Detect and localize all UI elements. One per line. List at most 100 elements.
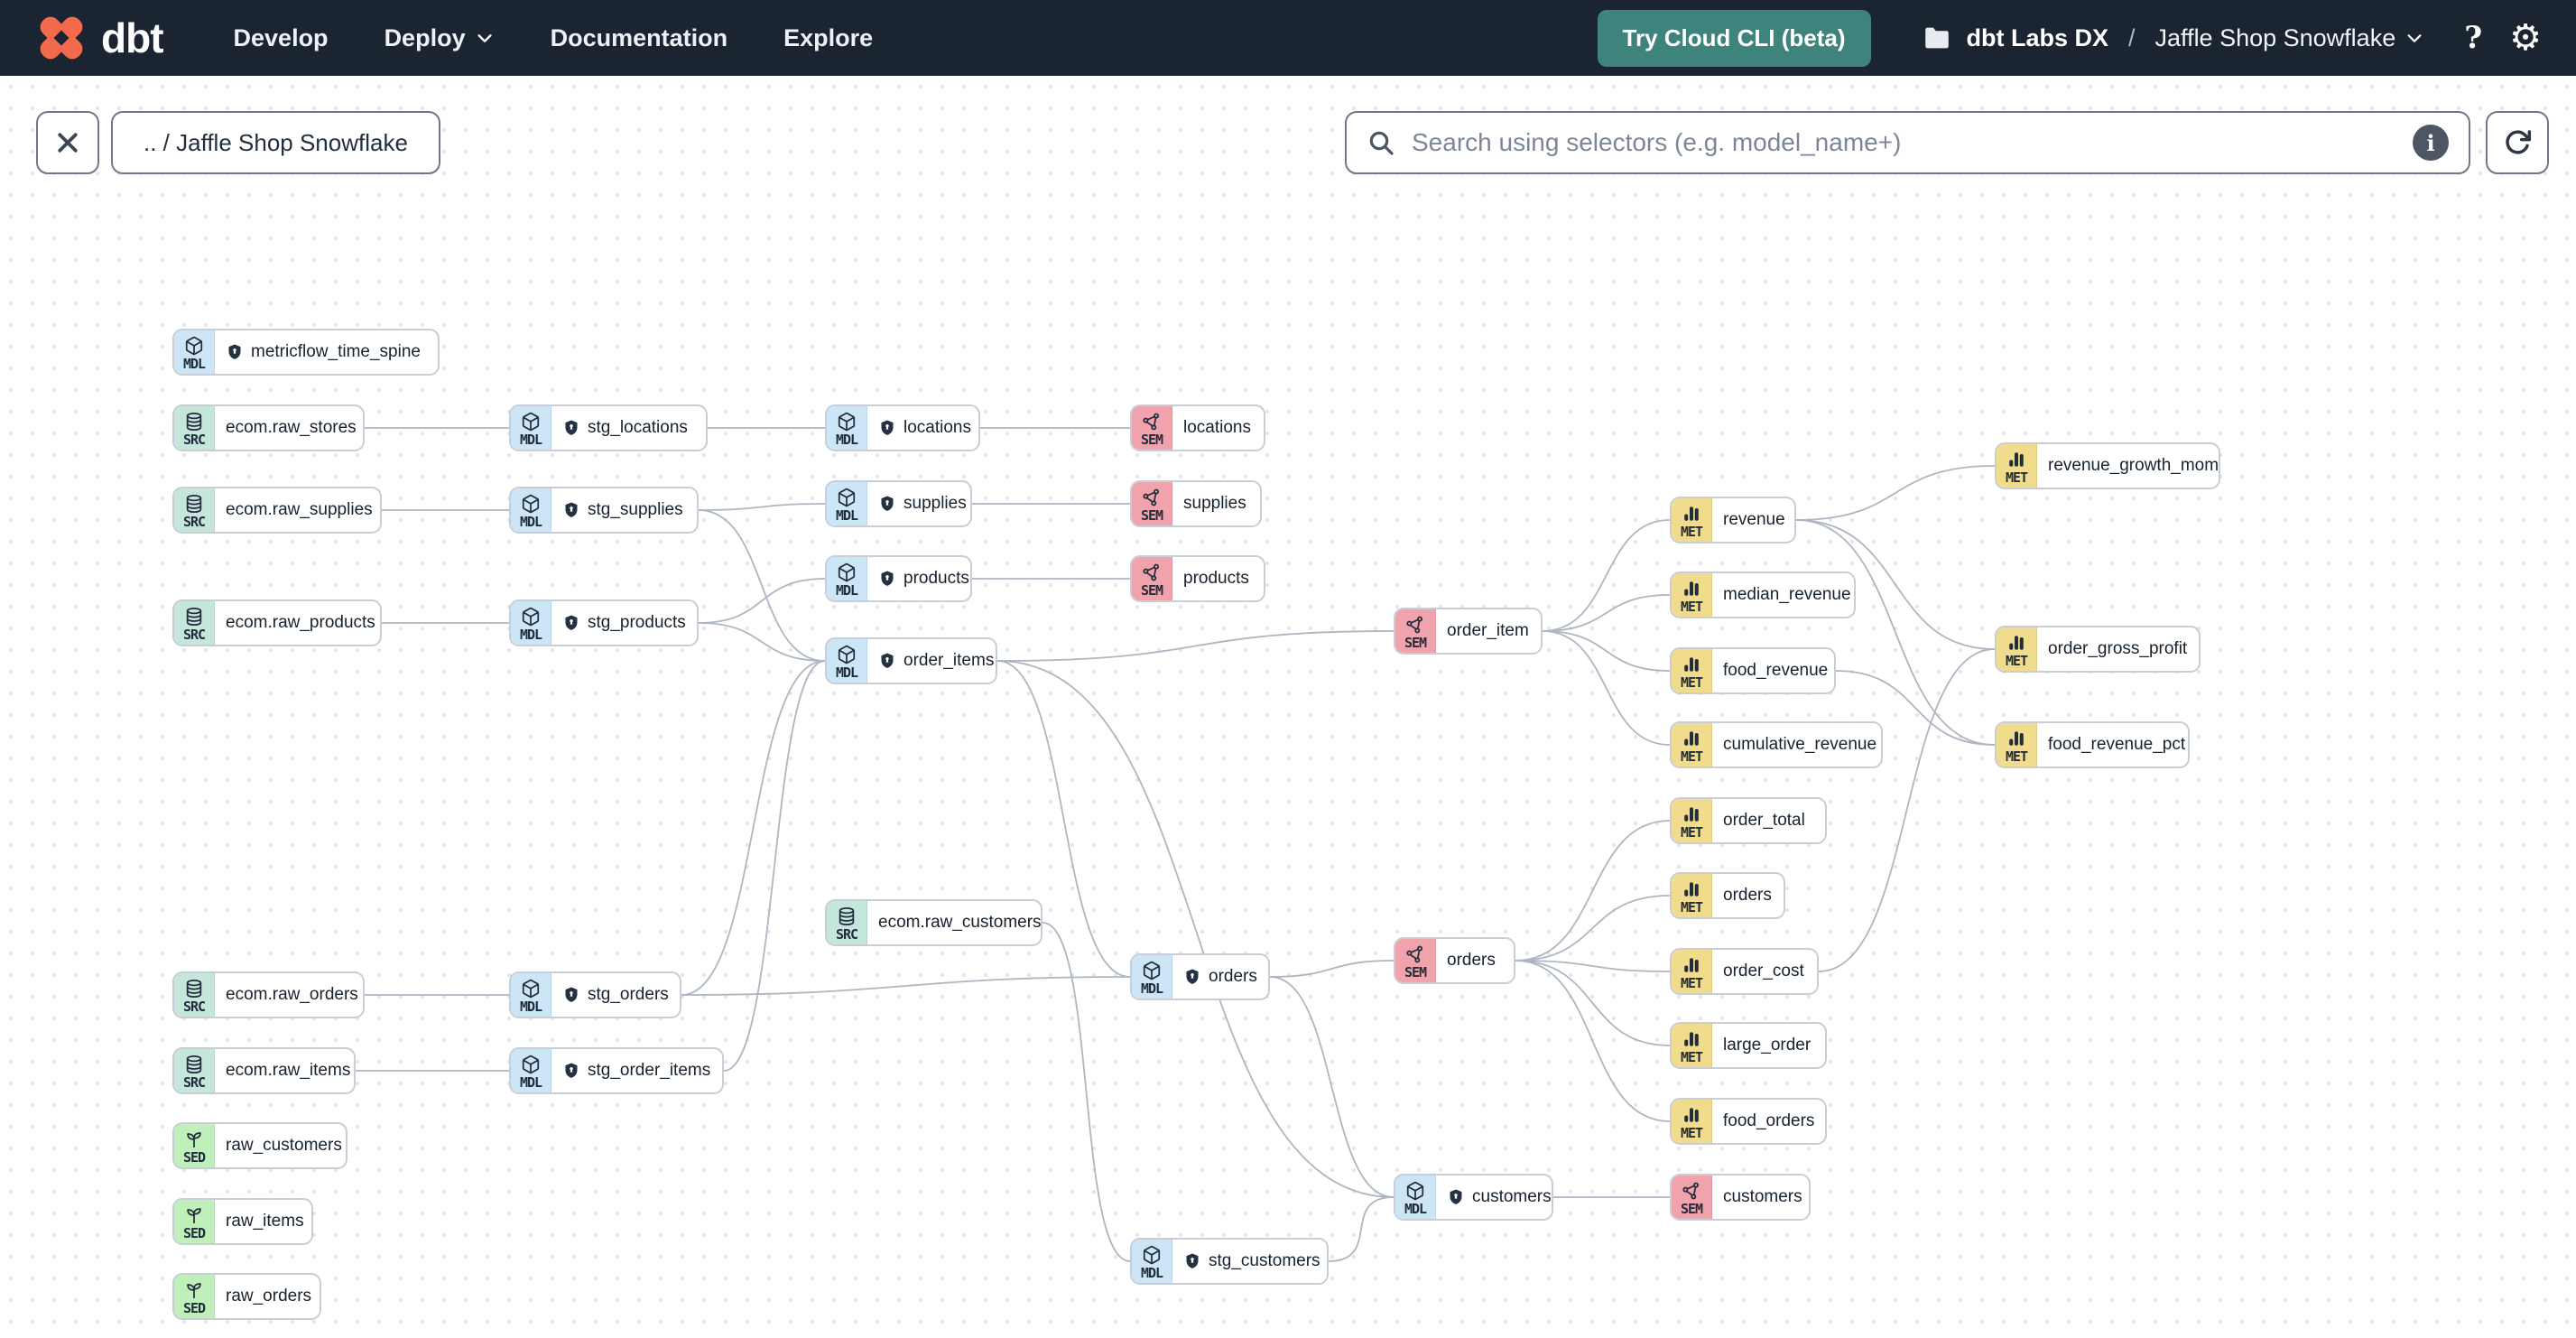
node-type-label: MDL bbox=[1140, 1264, 1163, 1281]
node-type-label: MET bbox=[1680, 1048, 1703, 1065]
edge-revenue_met-to-revenue_growth_mom_met bbox=[1795, 465, 1996, 521]
node-label: ecom.raw_stores bbox=[226, 418, 357, 437]
bar-chart-icon bbox=[1682, 879, 1701, 899]
account-name[interactable]: dbt Labs DX bbox=[1966, 23, 2109, 51]
nav-item-explore[interactable]: Explore bbox=[783, 23, 874, 51]
nav-item-documentation[interactable]: Documentation bbox=[550, 23, 728, 51]
try-cloud-cli-button[interactable]: Try Cloud CLI (beta) bbox=[1597, 9, 1871, 67]
bar-chart-icon bbox=[1682, 655, 1701, 674]
mdl-badge: MDL bbox=[511, 406, 551, 450]
node-type-label: MET bbox=[1680, 598, 1703, 615]
shield-icon bbox=[562, 986, 580, 1004]
node-label: ecom.raw_orders bbox=[226, 985, 358, 1004]
node-label: locations bbox=[903, 418, 971, 437]
gear-icon[interactable]: ⚙ bbox=[2509, 18, 2542, 58]
sem-badge: SEM bbox=[1672, 1175, 1712, 1219]
semantic-graph-icon bbox=[1405, 615, 1425, 635]
node-type-label: SRC bbox=[182, 513, 206, 530]
semantic-graph-icon bbox=[1142, 562, 1162, 582]
refresh-button[interactable] bbox=[2486, 111, 2549, 174]
top-navbar: dbt Develop Deploy Documentation Explore… bbox=[0, 0, 2576, 76]
cube-icon bbox=[521, 1055, 541, 1074]
graph-node-raw_supplies_src[interactable]: SRC ecom.raw_supplies bbox=[172, 487, 382, 534]
edge-stg_order_items-to-order_items_mdl bbox=[723, 660, 826, 1072]
cube-icon bbox=[184, 336, 204, 356]
shield-icon bbox=[1183, 1252, 1201, 1270]
node-type-label: SED bbox=[182, 1148, 206, 1166]
mdl-badge: MDL bbox=[511, 488, 551, 532]
node-type-label: SRC bbox=[182, 1073, 206, 1091]
edge-orders_mdl-to-orders_sem bbox=[1269, 960, 1395, 978]
dbt-logo-icon[interactable] bbox=[34, 11, 88, 65]
lineage-breadcrumb[interactable]: .. / Jaffle Shop Snowflake bbox=[111, 111, 440, 174]
breadcrumb-separator: / bbox=[2128, 23, 2136, 51]
node-type-label: MDL bbox=[519, 1073, 542, 1091]
node-label: food_orders bbox=[1723, 1111, 1815, 1130]
edge-orders_sem-to-order_cost_met bbox=[1515, 960, 1671, 972]
node-type-label: MDL bbox=[1404, 1200, 1427, 1217]
database-icon bbox=[184, 412, 204, 432]
bar-chart-icon bbox=[2006, 729, 2026, 748]
node-type-label: MDL bbox=[1140, 980, 1163, 997]
project-selector[interactable]: Jaffle Shop Snowflake bbox=[2155, 24, 2425, 52]
close-icon bbox=[58, 133, 78, 153]
shield-icon bbox=[562, 501, 580, 519]
search-input[interactable] bbox=[1410, 127, 2413, 158]
met-badge: MET bbox=[1672, 723, 1712, 767]
close-lineage-button[interactable] bbox=[36, 111, 99, 174]
sem-badge: SEM bbox=[1395, 609, 1436, 653]
cube-icon bbox=[521, 607, 541, 627]
nav-item-deploy[interactable]: Deploy bbox=[385, 24, 495, 52]
cube-icon bbox=[837, 488, 857, 507]
met-badge: MET bbox=[1672, 799, 1712, 842]
node-label: ecom.raw_supplies bbox=[226, 500, 373, 519]
nav-item-develop[interactable]: Develop bbox=[233, 23, 329, 51]
help-icon[interactable]: ? bbox=[2464, 20, 2483, 56]
info-icon[interactable]: i bbox=[2413, 125, 2449, 161]
edge-order_item_sem-to-food_revenue_met bbox=[1542, 630, 1671, 672]
src-badge: SRC bbox=[174, 488, 215, 532]
node-type-label: MET bbox=[1680, 823, 1703, 841]
edge-stg_orders-to-orders_mdl bbox=[681, 976, 1131, 996]
